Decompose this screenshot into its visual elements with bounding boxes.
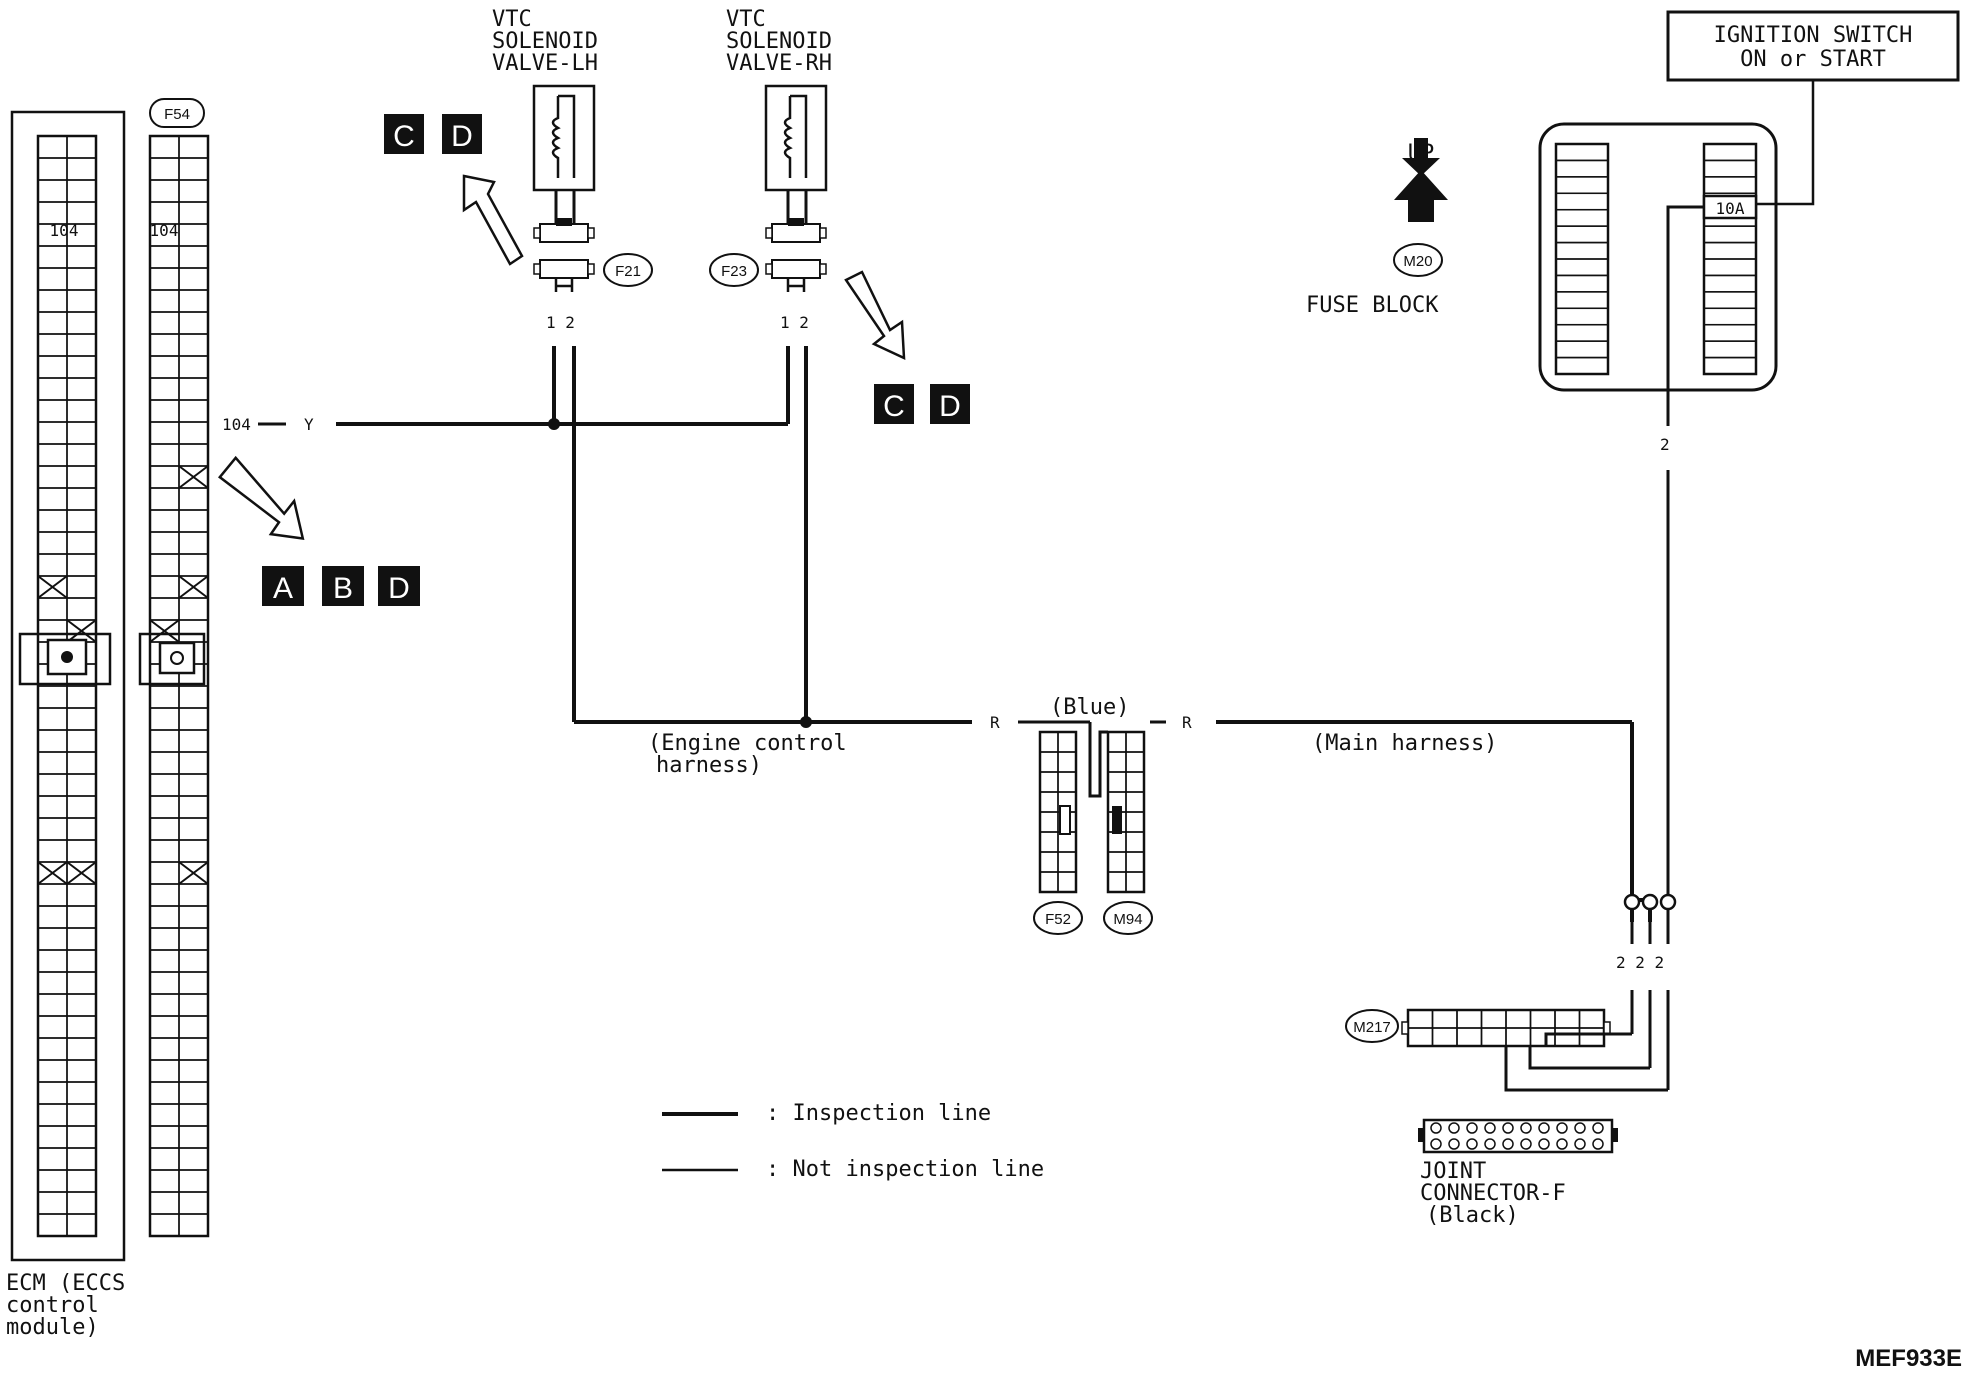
badge-lh-c: C <box>393 120 415 153</box>
vtc-rh-line3: VALVE-RH <box>726 51 832 76</box>
arrow-lh-icon <box>462 174 524 266</box>
vtc-solenoid-rh: VTC SOLENOID VALVE-RH F23 1 2 <box>709 7 832 728</box>
ignition-switch-box: IGNITION SWITCH ON or START <box>1666 10 1960 206</box>
ecm-pin-104-label: 104 <box>50 221 79 240</box>
main-harness-label: (Main harness) <box>1312 731 1497 756</box>
joint-terminals: 2 2 2 <box>1616 893 1677 1090</box>
badge-a <box>262 566 304 606</box>
fuse-block-label: FUSE BLOCK <box>1306 293 1439 318</box>
f54-tag: F54 <box>164 106 190 123</box>
legend: : Inspection line : Not inspection line <box>662 1101 1044 1182</box>
wire-104-pin: 104 <box>222 415 251 434</box>
reference-code: MEF933E <box>1855 1345 1962 1372</box>
badge-lh-d: D <box>451 120 473 153</box>
up-arrow-icon <box>1394 170 1448 222</box>
fuse-rating: 10A <box>1716 199 1745 218</box>
f23-tag: F23 <box>721 263 747 280</box>
vtc-lh-pins: 1 2 <box>546 313 575 332</box>
vtc-lh-line2: SOLENOID <box>492 29 598 54</box>
wire-r-left-color: R <box>990 713 1000 732</box>
m94-tag: M94 <box>1113 911 1142 928</box>
badge-d-text: D <box>388 572 410 605</box>
ecm-label-line1: ECM (ECCS <box>6 1271 125 1296</box>
connector-f54: 104 F54 <box>138 98 210 1238</box>
badge-group-lh: C D <box>384 114 482 154</box>
vtc-rh-body <box>764 84 828 192</box>
fuse-block: UP M20 FUSE BLOCK 10A <box>1306 122 1778 392</box>
fuse-wire-pin: 2 <box>1660 435 1670 454</box>
badge-group-rh: C D <box>874 384 970 424</box>
ecm-label-line2: control <box>6 1293 99 1318</box>
badge-a-text: A <box>273 572 293 605</box>
vtc-rh-line2: SOLENOID <box>726 29 832 54</box>
arrow-rh-icon <box>844 270 906 361</box>
vtc-lh-line1: VTC <box>492 7 532 32</box>
f21-tag: F21 <box>615 263 641 280</box>
arrow-to-ecm-badges <box>217 455 305 540</box>
joint-line3: (Black) <box>1426 1203 1519 1228</box>
joint-pins: 2 2 2 <box>1616 953 1664 972</box>
vtc-lh-body <box>532 84 596 192</box>
joint-line2: CONNECTOR-F <box>1420 1181 1566 1206</box>
f21-tag-oval <box>603 253 653 287</box>
badge-rh-d: D <box>939 390 961 423</box>
m20-tag: M20 <box>1403 253 1432 270</box>
badge-group-ecm: A B D <box>262 566 420 606</box>
vtc-solenoid-lh: VTC SOLENOID VALVE-LH F21 1 2 <box>492 7 653 722</box>
badge-d <box>378 566 420 606</box>
f52-tag: F52 <box>1045 911 1071 928</box>
ignition-line1: IGNITION SWITCH <box>1714 23 1913 48</box>
f23-tag-oval <box>709 253 759 287</box>
connector-m217: M217 <box>1345 1008 1668 1092</box>
vtc-rh-line1: VTC <box>726 7 766 32</box>
legend-not-inspection: : Not inspection line <box>766 1157 1044 1182</box>
connector-f52: F52 <box>1033 730 1083 935</box>
joint-line1: JOINT <box>1420 1159 1486 1184</box>
vtc-lh-line3: VALVE-LH <box>492 51 598 76</box>
f54-pin-104-label: 104 <box>150 221 179 240</box>
engine-harness-line1: (Engine control <box>648 731 847 756</box>
blue-label: (Blue) <box>1050 695 1129 720</box>
ecm-connector: 104 <box>10 110 126 1262</box>
ecm-label-line3: module) <box>6 1315 99 1340</box>
ecm-locator-dot <box>61 651 73 663</box>
ignition-line2: ON or START <box>1740 47 1886 72</box>
joint-connector-f: JOINT CONNECTOR-F (Black) <box>1418 1118 1618 1228</box>
badge-rh-c: C <box>883 390 905 423</box>
up-label: UP <box>1408 141 1435 166</box>
legend-inspection: : Inspection line <box>766 1101 991 1126</box>
vtc-rh-pins: 1 2 <box>780 313 809 332</box>
engine-harness-line2: harness) <box>656 753 762 778</box>
wire-r-right-color: R <box>1182 713 1192 732</box>
connector-m94: M94 <box>1088 722 1153 935</box>
coil-icon <box>551 94 576 178</box>
badge-b-text: B <box>333 572 353 605</box>
coil-icon <box>783 94 808 178</box>
badge-b <box>322 566 364 606</box>
m217-tag: M217 <box>1353 1019 1391 1036</box>
wire-104-color: Y <box>304 415 314 434</box>
